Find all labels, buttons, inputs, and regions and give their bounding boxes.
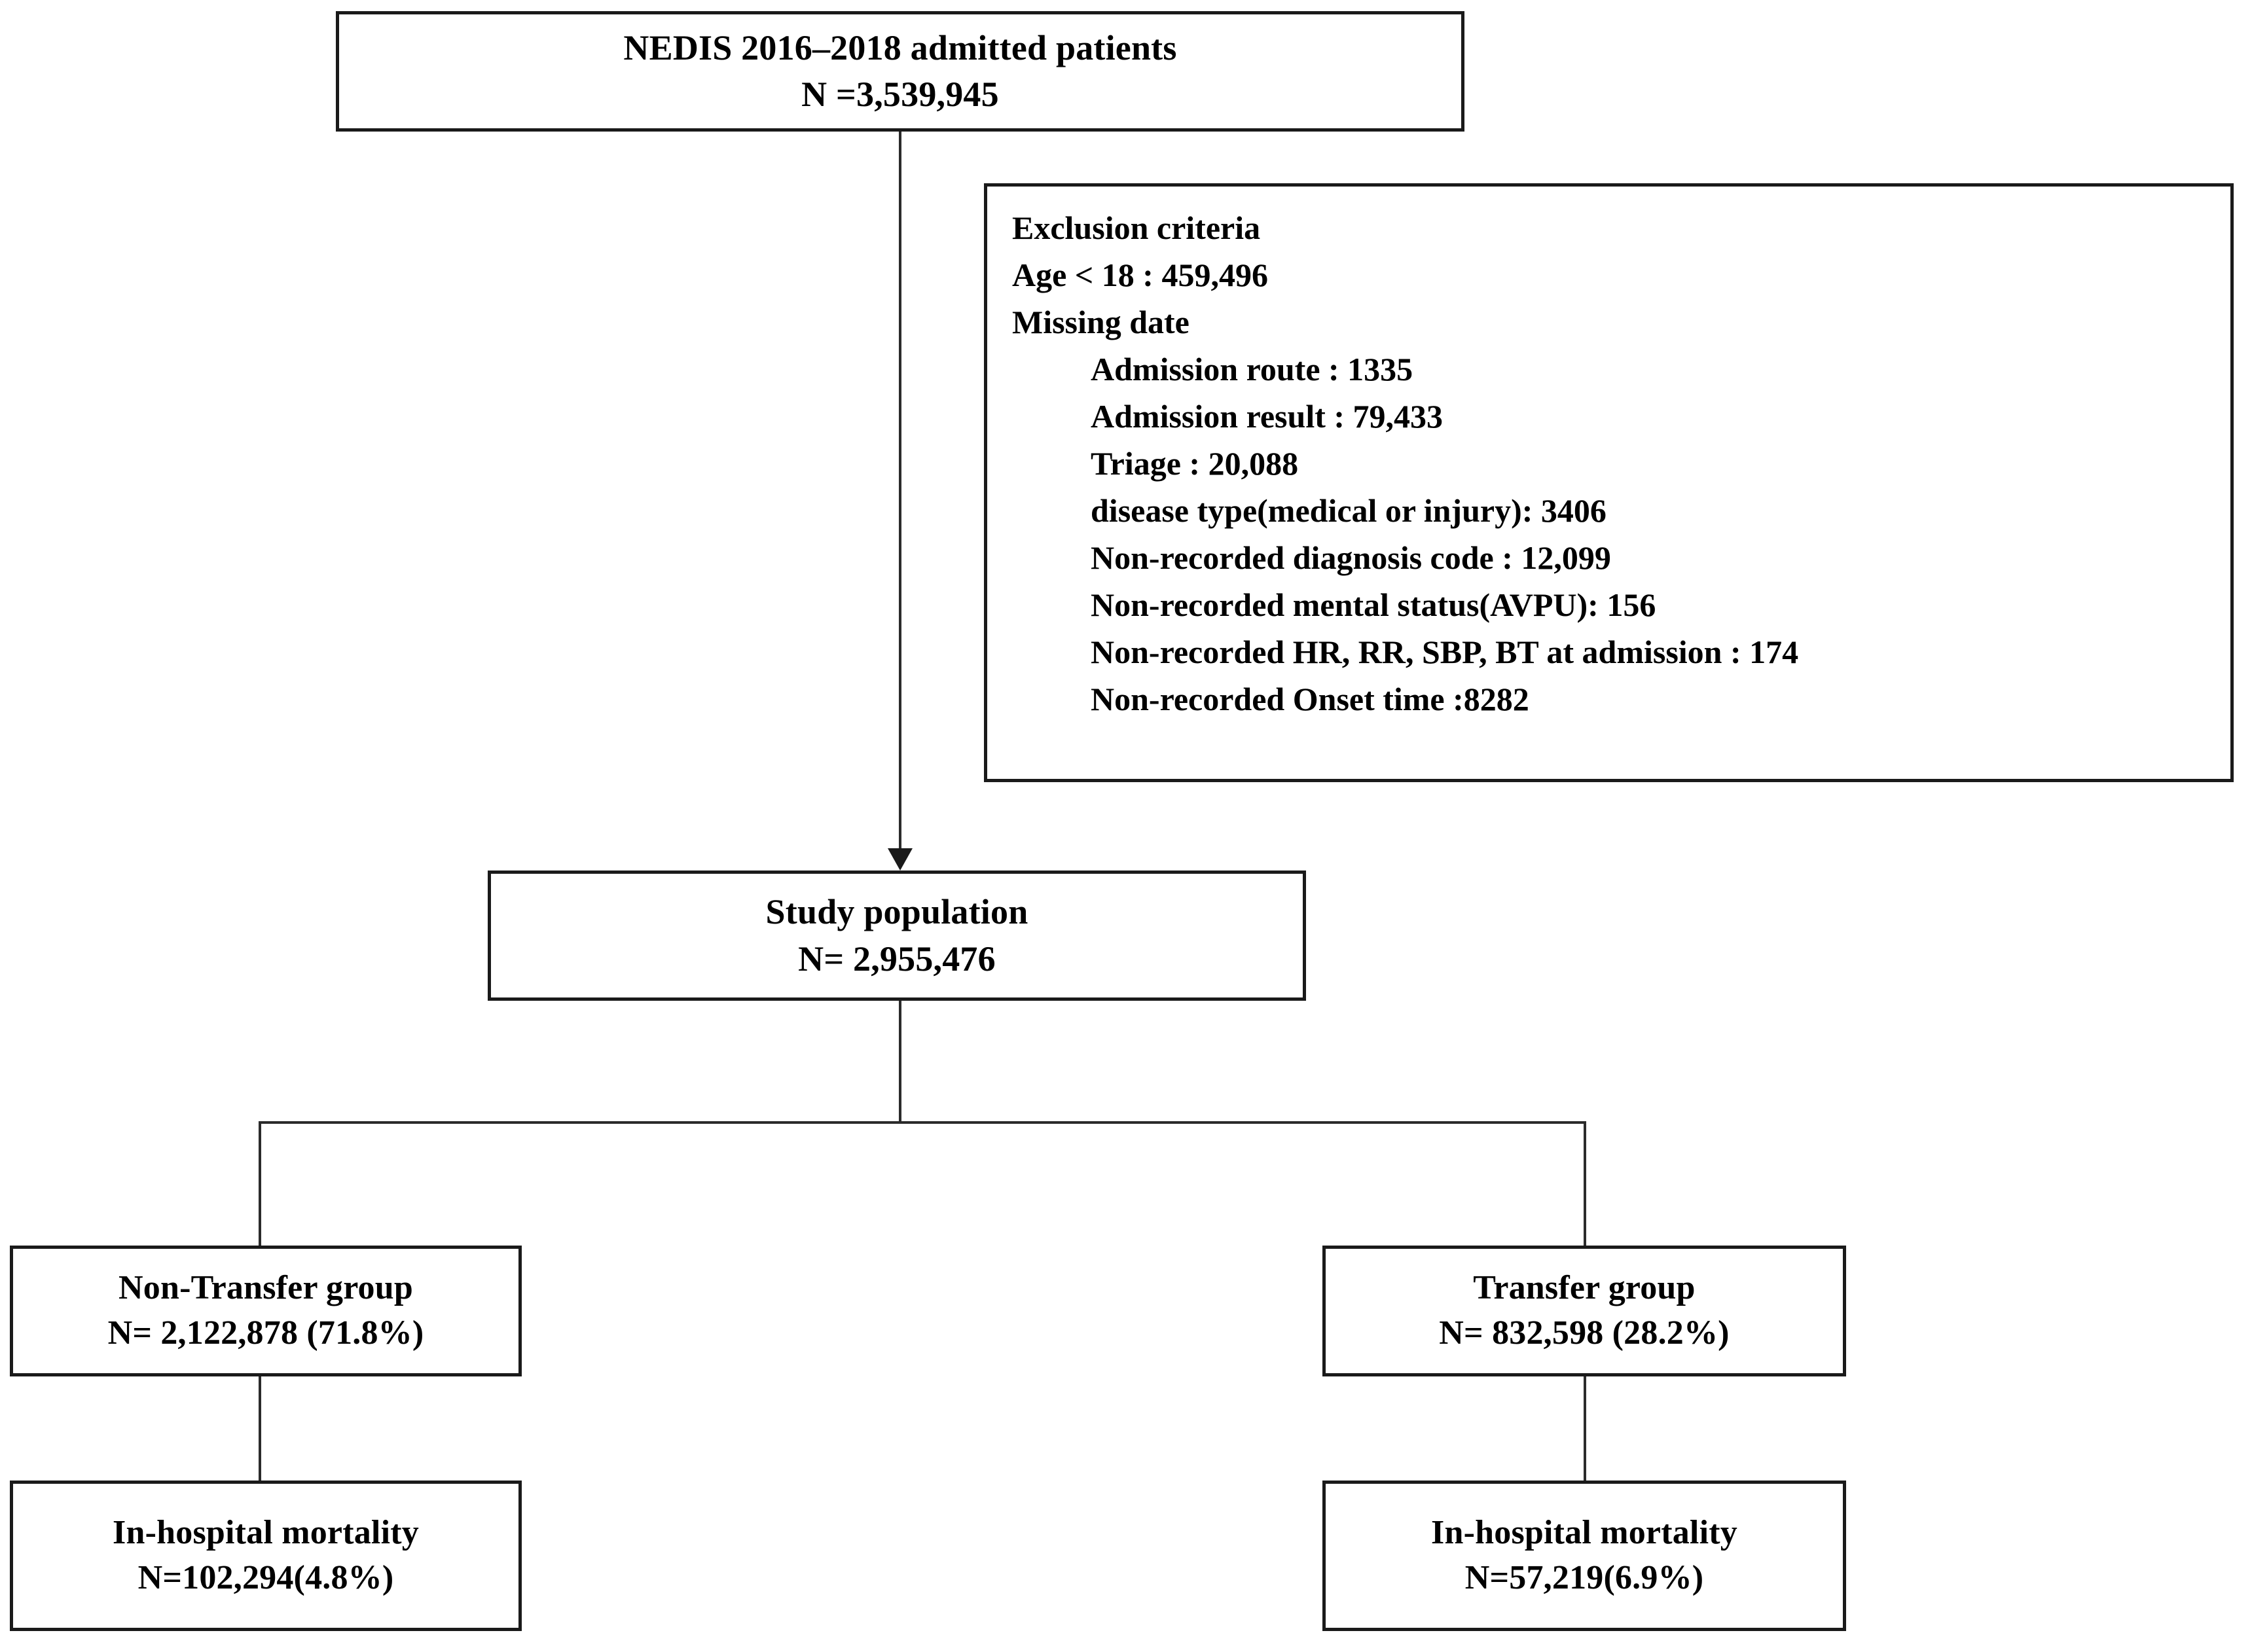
exclusion-item-diagnosis-code: Non-recorded diagnosis code : 12,099	[1091, 539, 1611, 576]
node-non-transfer-label: Non-Transfer group	[118, 1269, 413, 1307]
node-mortality-transfer-label: In-hospital mortality	[1431, 1514, 1737, 1552]
exclusion-item-triage: Triage : 20,088	[1091, 445, 1299, 482]
exclusion-item-mental-status: Non-recorded mental status(AVPU): 156	[1091, 586, 1656, 623]
node-nedis-admitted-patients: NEDIS 2016–2018 admitted patients N =3,5…	[336, 11, 1464, 132]
connector-fork-to-non-transfer	[259, 1121, 261, 1247]
node-non-transfer-count: N= 2,122,878 (71.8%)	[107, 1314, 424, 1352]
exclusion-item-admission-route: Admission route : 1335	[1091, 351, 1413, 387]
connector-root-to-study	[899, 132, 901, 852]
node-transfer-label: Transfer group	[1473, 1269, 1696, 1307]
exclusion-heading: Exclusion criteria	[1012, 209, 1261, 246]
exclusion-item-disease-type: disease type(medical or injury): 3406	[1091, 492, 1607, 529]
node-transfer-count: N= 832,598 (28.2%)	[1439, 1314, 1730, 1352]
node-root-count: N =3,539,945	[801, 75, 999, 114]
arrowhead-to-study-population	[888, 848, 913, 871]
exclusion-item-onset-time: Non-recorded Onset time :8282	[1091, 681, 1529, 717]
connector-fork-horizontal	[259, 1121, 1586, 1124]
exclusion-item-admission-result: Admission result : 79,433	[1091, 398, 1444, 435]
node-mortality-transfer-count: N=57,219(6.9%)	[1464, 1559, 1704, 1596]
node-study-label: Study population	[765, 892, 1028, 932]
node-mortality-non-transfer: In-hospital mortality N=102,294(4.8%)	[10, 1481, 522, 1631]
connector-study-to-fork	[899, 1001, 901, 1122]
node-mortality-non-transfer-label: In-hospital mortality	[113, 1514, 419, 1552]
exclusion-missing-heading: Missing date	[1012, 304, 1190, 340]
connector-non-transfer-to-mortality	[259, 1376, 261, 1482]
panel-exclusion-criteria: Exclusion criteria Age < 18 : 459,496 Mi…	[984, 183, 2234, 782]
node-root-label: NEDIS 2016–2018 admitted patients	[623, 27, 1177, 67]
node-mortality-non-transfer-count: N=102,294(4.8%)	[137, 1559, 394, 1596]
exclusion-age-line: Age < 18 : 459,496	[1012, 257, 1268, 293]
exclusion-item-vital-signs: Non-recorded HR, RR, SBP, BT at admissio…	[1091, 634, 1799, 670]
node-mortality-transfer: In-hospital mortality N=57,219(6.9%)	[1322, 1481, 1846, 1631]
node-study-count: N= 2,955,476	[798, 939, 996, 979]
connector-fork-to-transfer	[1584, 1121, 1586, 1247]
node-non-transfer-group: Non-Transfer group N= 2,122,878 (71.8%)	[10, 1246, 522, 1376]
node-transfer-group: Transfer group N= 832,598 (28.2%)	[1322, 1246, 1846, 1376]
connector-transfer-to-mortality	[1584, 1376, 1586, 1482]
node-study-population: Study population N= 2,955,476	[488, 871, 1306, 1001]
